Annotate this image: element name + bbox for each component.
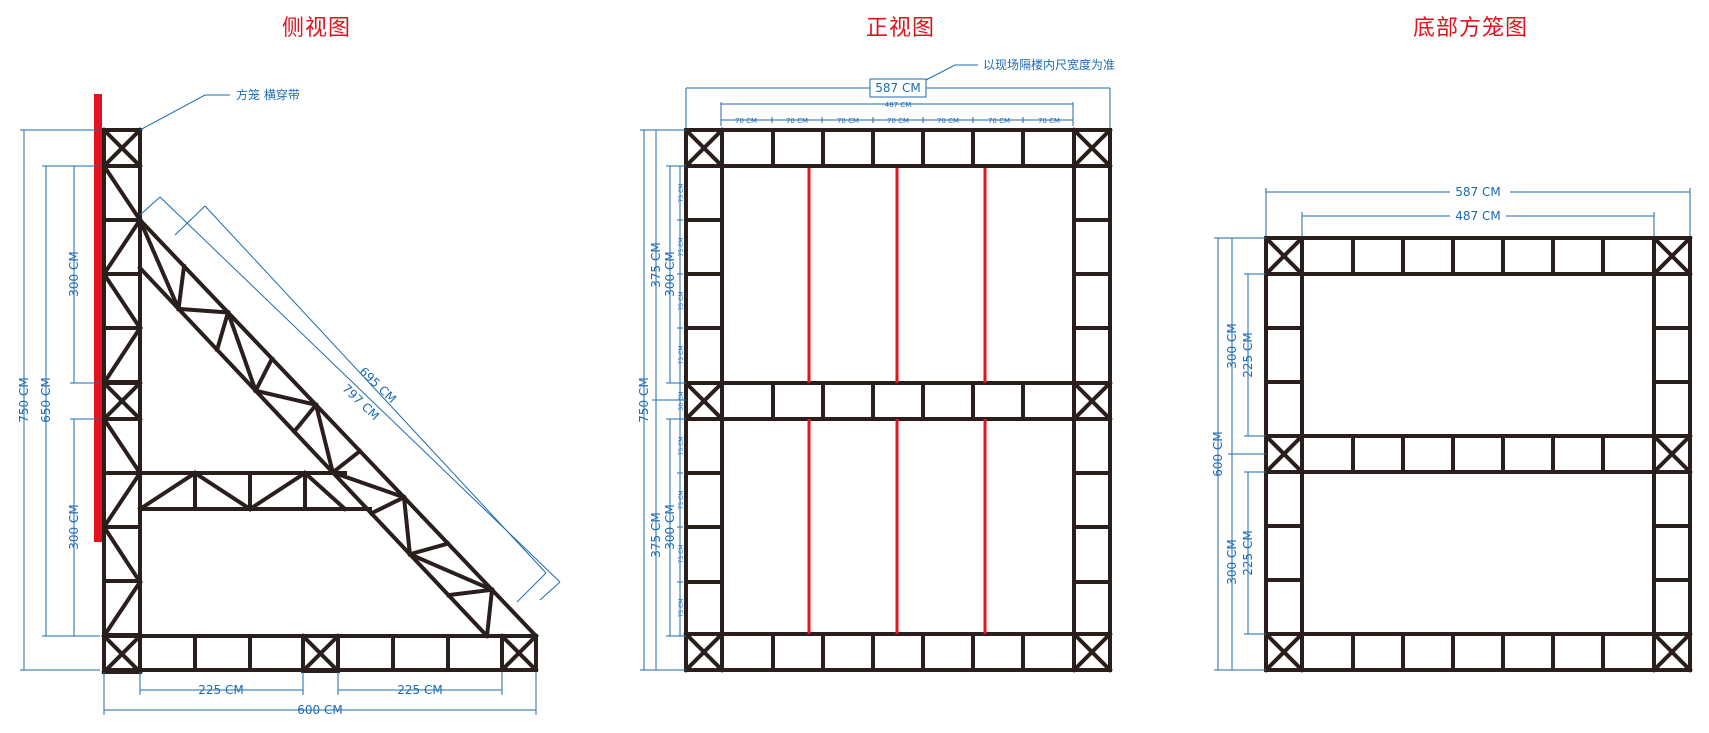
front-bay-7: 70 CM	[1038, 117, 1060, 125]
side-view: 方笼 横穿带 750 CM 650 CM 300 CM 300 CM 695 C…	[17, 87, 561, 717]
front-view-dimension-labels: 587 CM 以现场隔楼内尺宽度为准 487 CM 70 CM 70 CM 70…	[637, 57, 1115, 617]
front-cell-7: 75 CM	[678, 545, 685, 564]
bottom-upper-half: 300 CM	[1225, 323, 1239, 368]
front-view-dimensions	[640, 64, 1111, 671]
front-inner-width: 487 CM	[885, 101, 912, 109]
front-cell-3: 75 CM	[678, 292, 685, 311]
front-lower-half: 375 CM	[649, 512, 663, 557]
bottom-view-dimensions	[1214, 188, 1691, 671]
bottom-view-dimension-labels: 587 CM 487 CM 600 CM 300 CM 300 CM 225 C…	[1211, 185, 1501, 585]
bottom-inner-width: 487 CM	[1455, 209, 1500, 223]
bottom-lower-inner: 225 CM	[1241, 530, 1255, 575]
front-cell-4: 75 CM	[678, 346, 685, 365]
bottom-view: 587 CM 487 CM 600 CM 300 CM 300 CM 225 C…	[1211, 185, 1693, 673]
side-view-dimensions	[20, 94, 561, 715]
side-base-left: 225 CM	[198, 683, 243, 697]
front-cell-1: 75 CM	[678, 184, 685, 203]
side-base-total: 600 CM	[297, 703, 342, 717]
side-view-dimension-labels: 方笼 横穿带 750 CM 650 CM 300 CM 300 CM 695 C…	[17, 87, 443, 717]
front-cell-6: 75 CM	[678, 491, 685, 510]
side-view-title: 侧视图	[282, 16, 352, 41]
side-upper-height: 300 CM	[67, 251, 81, 296]
front-view-title: 正视图	[866, 16, 936, 41]
front-outer-width: 587 CM	[875, 81, 920, 95]
front-bay-6: 70 CM	[988, 117, 1010, 125]
side-base-right: 225 CM	[397, 683, 442, 697]
front-bay-4: 70 CM	[887, 117, 909, 125]
front-upper-inner: 300 CM	[663, 251, 677, 296]
bottom-lower-half: 300 CM	[1225, 539, 1239, 584]
front-view-banner-poles	[807, 168, 987, 634]
front-view-frame	[683, 127, 1113, 673]
side-view-frame	[101, 127, 539, 675]
front-cell-2: 75 CM	[678, 238, 685, 257]
front-cell-8: 75 CM	[678, 599, 685, 618]
side-total-height: 750 CM	[17, 377, 31, 422]
hanging-banner	[94, 94, 102, 542]
front-bay-1: 70 CM	[735, 117, 757, 125]
front-cell-5: 75 CM	[678, 437, 685, 456]
front-bay-3: 70 CM	[837, 117, 859, 125]
bottom-view-title: 底部方笼图	[1413, 16, 1529, 41]
bottom-view-frame	[1263, 235, 1693, 673]
front-view-tick-marks	[677, 117, 1074, 637]
front-bay-2: 70 CM	[786, 117, 808, 125]
front-view: 587 CM 以现场隔楼内尺宽度为准 487 CM 70 CM 70 CM 70…	[637, 57, 1115, 673]
side-inner-height: 650 CM	[39, 377, 53, 422]
bottom-total-height: 600 CM	[1211, 431, 1225, 476]
front-bay-5: 70 CM	[937, 117, 959, 125]
bottom-outer-width: 587 CM	[1455, 185, 1500, 199]
front-upper-half: 375 CM	[649, 242, 663, 287]
side-callout: 方笼 横穿带	[236, 87, 300, 102]
front-callout: 以现场隔楼内尺宽度为准	[983, 57, 1115, 72]
front-total-height: 750 CM	[637, 377, 651, 422]
front-mid: 50 CM	[678, 392, 685, 411]
bottom-upper-inner: 225 CM	[1241, 332, 1255, 377]
front-lower-inner: 300 CM	[663, 504, 677, 549]
side-lower-height: 300 CM	[67, 504, 81, 549]
